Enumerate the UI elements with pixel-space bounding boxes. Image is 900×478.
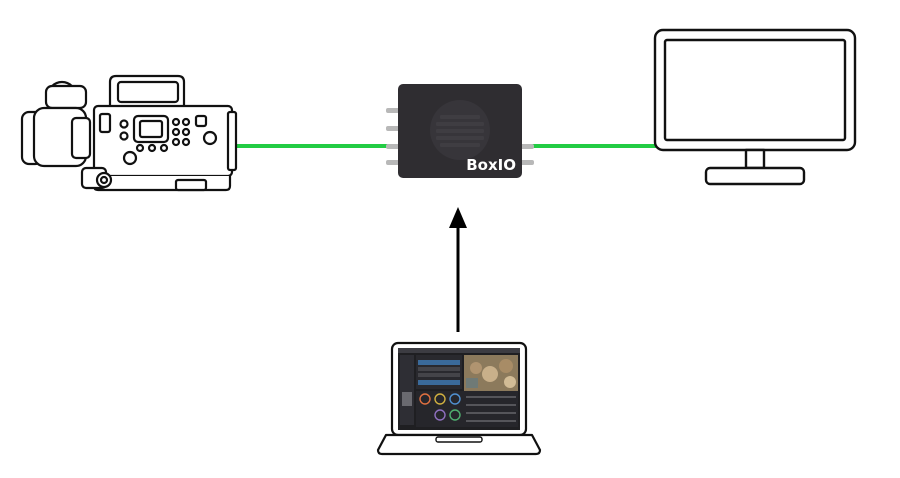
boxio-device-icon: BoxIO bbox=[386, 84, 534, 178]
cinema-camera-icon bbox=[20, 74, 238, 192]
box-label: BoxIO bbox=[466, 156, 516, 174]
control-arrow bbox=[449, 207, 467, 332]
monitor-icon bbox=[653, 28, 857, 186]
laptop-icon bbox=[376, 341, 542, 456]
